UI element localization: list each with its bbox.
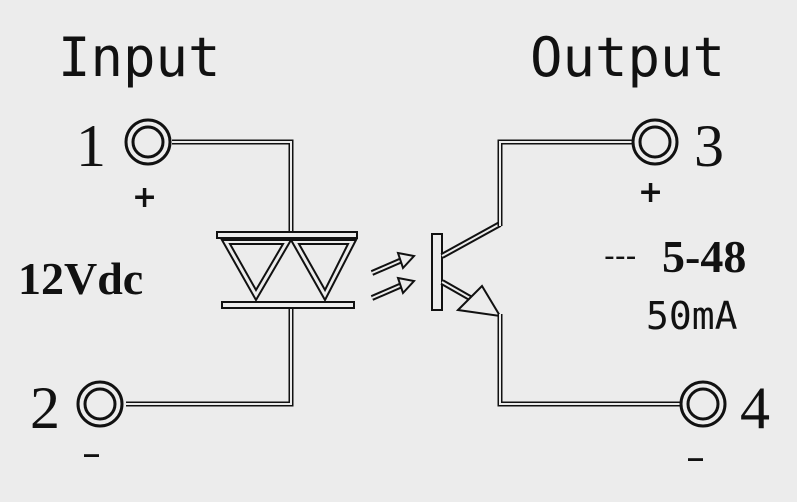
terminal-4[interactable] (679, 380, 727, 428)
terminal-3-number: 3 (694, 113, 724, 179)
terminal-3-sign: + (638, 175, 663, 210)
dc-symbol: --- (604, 239, 636, 274)
input-voltage: 12Vdc (18, 253, 143, 304)
output-voltage: 5-48 (662, 231, 746, 282)
terminal-3[interactable] (631, 118, 679, 166)
terminal-2-sign: _ (84, 423, 99, 458)
output-wires (497, 139, 680, 407)
terminal-1[interactable] (124, 118, 172, 166)
terminal-1-sign: + (132, 180, 157, 215)
terminal-1-number: 1 (76, 113, 106, 179)
light-arrow-icon (370, 251, 416, 301)
diode-icon (216, 231, 358, 309)
output-current: 50mA (646, 294, 738, 338)
output-title: Output (530, 26, 725, 89)
input-wires (126, 139, 294, 407)
input-title: Input (58, 26, 221, 89)
terminal-2-number: 2 (30, 375, 60, 441)
terminal-4-number: 4 (740, 375, 770, 441)
terminal-2[interactable] (76, 380, 124, 428)
phototransistor-icon (431, 221, 502, 318)
terminal-4-sign: _ (688, 427, 703, 462)
